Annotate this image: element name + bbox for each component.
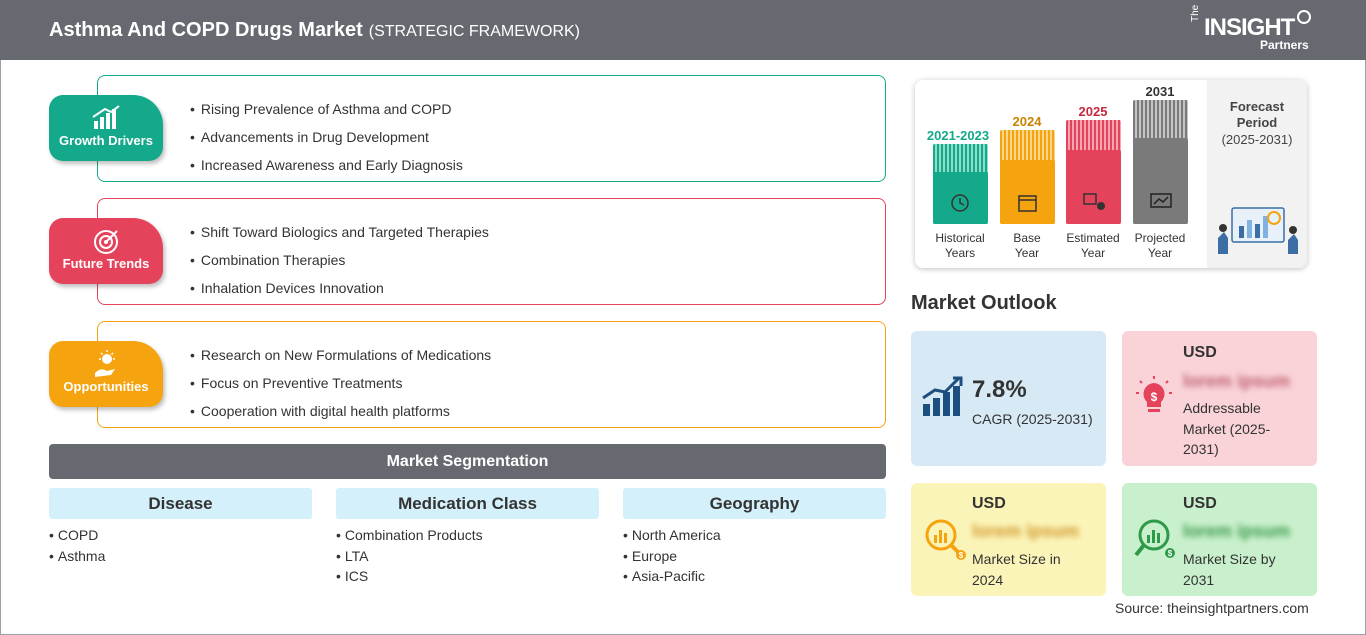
list-item: COPD: [49, 525, 312, 546]
svg-text:$: $: [959, 551, 964, 560]
target-icon: [94, 230, 118, 254]
insight-partners-logo[interactable]: The INSIGHT Partners: [1190, 5, 1320, 54]
list-item: Combination Products: [336, 525, 599, 546]
currency-label: USD: [1183, 344, 1217, 361]
list-item: Inhalation Devices Innovation: [190, 274, 489, 302]
svg-text:$: $: [1151, 390, 1158, 404]
opportunities-badge: Opportunities: [49, 341, 163, 407]
segment-header: Disease: [49, 488, 312, 519]
growth-chart-icon: [92, 105, 120, 129]
list-item: Research on New Formulations of Medicati…: [190, 341, 491, 369]
segment-header: Medication Class: [336, 488, 599, 519]
timeline-year: 2021-2023: [926, 128, 990, 143]
source-credit: Source: theinsightpartners.com: [1115, 600, 1309, 616]
segment-list: Combination Products LTA ICS: [336, 525, 599, 587]
presentation-icon: [1150, 193, 1172, 208]
growth-drivers-badge: Growth Drivers: [49, 95, 163, 161]
estimate-icon: [1083, 193, 1105, 210]
magnifier-chart-icon: $: [925, 519, 966, 560]
list-item: Asia-Pacific: [623, 566, 886, 587]
future-trends-box: Shift Toward Biologics and Targeted Ther…: [97, 198, 886, 305]
growth-drivers-label: Growth Drivers: [59, 133, 153, 148]
cagr-value: 7.8%: [972, 376, 1027, 403]
list-item: North America: [623, 525, 886, 546]
lightbulb-dollar-icon: $: [1136, 376, 1172, 412]
cagr-card: 7.8% CAGR (2025-2031): [911, 331, 1106, 466]
segment-list: COPD Asthma: [49, 525, 312, 566]
future-trends-label: Future Trends: [62, 256, 150, 271]
list-item: Increased Awareness and Early Diagnosis: [190, 151, 463, 179]
market-size-2031-card: USD lorem ipsum Market Size by 2031 $: [1122, 483, 1317, 596]
segment-disease: Disease COPD Asthma: [49, 488, 312, 566]
header-bar: Asthma And COPD Drugs Market (STRATEGIC F…: [0, 0, 1366, 60]
list-item: Focus on Preventive Treatments: [190, 369, 491, 397]
blurred-value: lorem ipsum: [972, 521, 1080, 541]
segment-list: North America Europe Asia-Pacific: [623, 525, 886, 587]
analytics-people-icon: [1218, 207, 1298, 254]
addressable-market-label: Addressable Market (2025-2031): [1183, 400, 1271, 457]
growth-drivers-box: Rising Prevalence of Asthma and COPD Adv…: [97, 75, 886, 182]
market-size-2024-card: USD lorem ipsum Market Size in 2024 $: [911, 483, 1106, 596]
market-size-2024-label: Market Size in 2024: [972, 551, 1061, 588]
list-item: Combination Therapies: [190, 246, 489, 274]
cagr-label: CAGR (2025-2031): [972, 411, 1093, 427]
segmentation-title: Market Segmentation: [49, 444, 886, 479]
page-title: Asthma And COPD Drugs Market (STRATEGIC F…: [49, 19, 580, 42]
growth-chart-icon: [922, 376, 963, 416]
timeline-year: 2031: [1145, 84, 1175, 99]
timeline-bar-fill: [1133, 138, 1188, 224]
currency-label: USD: [972, 495, 1006, 512]
list-item: ICS: [336, 566, 599, 587]
history-clock-icon: [951, 194, 969, 212]
timeline-bar-fill: [1000, 160, 1055, 224]
lightbulb-hand-icon: [95, 350, 115, 377]
forecast-period: (2025-2031): [1221, 132, 1293, 147]
future-trends-list: Shift Toward Biologics and Targeted Ther…: [190, 218, 489, 302]
list-item: LTA: [336, 546, 599, 567]
market-size-2031-label: Market Size by 2031: [1183, 551, 1276, 588]
magnifier-chart-icon: $: [1134, 519, 1175, 558]
future-trends-badge: Future Trends: [49, 218, 163, 284]
opportunities-box: Research on New Formulations of Medicati…: [97, 321, 886, 428]
list-item: Rising Prevalence of Asthma and COPD: [190, 95, 463, 123]
list-item: Advancements in Drug Development: [190, 123, 463, 151]
list-item: Shift Toward Biologics and Targeted Ther…: [190, 218, 489, 246]
opportunities-label: Opportunities: [63, 379, 149, 394]
list-item: Europe: [623, 546, 886, 567]
title-subtitle: (STRATEGIC FRAMEWORK): [368, 23, 580, 40]
blurred-value: lorem ipsum: [1183, 521, 1291, 541]
logo-bulb-icon: [1297, 10, 1311, 24]
growth-drivers-list: Rising Prevalence of Asthma and COPD Adv…: [190, 95, 463, 179]
timeline-year: 2024: [1012, 114, 1042, 129]
opportunities-list: Research on New Formulations of Medicati…: [190, 341, 491, 425]
timeline-year: 2025: [1078, 104, 1108, 119]
logo-partners-text: Partners: [1260, 38, 1309, 52]
segment-header: Geography: [623, 488, 886, 519]
segment-medication-class: Medication Class Combination Products LT…: [336, 488, 599, 587]
calendar-icon: [1018, 195, 1037, 212]
market-outlook-title: Market Outlook: [911, 292, 1057, 314]
segment-geography: Geography North America Europe Asia-Paci…: [623, 488, 886, 587]
list-item: Cooperation with digital health platform…: [190, 397, 491, 425]
addressable-market-card: USD lorem ipsum Addressable Market (2025…: [1122, 331, 1317, 466]
timeline-bar-fill: [933, 172, 988, 224]
svg-text:$: $: [1168, 549, 1173, 558]
timeline-bar-fill: [1066, 150, 1121, 224]
logo-the-text: The: [1190, 4, 1201, 22]
list-item: Asthma: [49, 546, 312, 567]
currency-label: USD: [1183, 495, 1217, 512]
logo-main-text: INSIGHT: [1204, 14, 1295, 41]
blurred-value: lorem ipsum: [1183, 371, 1291, 391]
title-text: Asthma And COPD Drugs Market: [49, 19, 363, 41]
